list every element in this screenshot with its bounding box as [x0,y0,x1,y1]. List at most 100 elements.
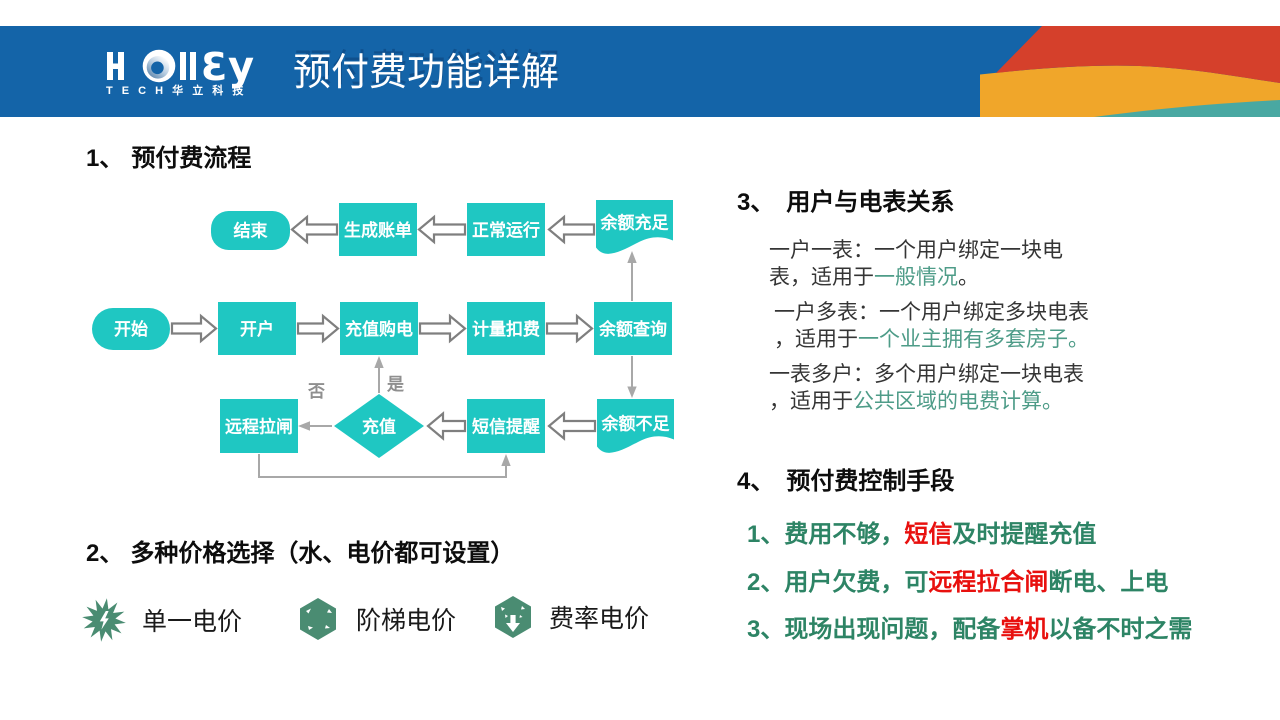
label-sms-remind: 短信提醒 [472,417,540,437]
burst-star-icon [82,598,126,642]
page-title: 预付费功能详解 [293,52,560,94]
section-4-heading: 4、预付费控制手段 [737,461,954,496]
arrowhead-left-remote [298,421,310,431]
section-number: 3、 [737,189,775,216]
section-3-heading: 3、用户与电表关系 [737,182,954,217]
logo-letter-e: Ɛ [201,45,227,89]
section-number: 1、 [86,145,124,172]
pricing-label: 费率电价 [549,605,650,633]
flow-block-arrows [170,214,597,441]
text-segment: 一般情况 [874,266,958,289]
text-segment: 。 [958,266,979,289]
section-1-heading: 1、预付费流程 [86,138,251,173]
node-start [92,308,170,350]
pricing-item-rate: 费率电价 [495,596,649,638]
pricing-label: 单一电价 [142,608,243,636]
flow-nodes [92,200,674,458]
relation-paragraph-3: 一表多户：多个用户绑定一块电表 ，适用于公共区域的电费计算。 [769,361,1109,415]
flow-thin-arrowheads [298,251,637,466]
section-title: 预付费流程 [131,145,252,172]
label-no: 否 [307,382,325,401]
control-item-2: 2、用户欠费，可远程拉合闸断电、上电 [747,562,1168,597]
deco-red-wave [996,26,1280,83]
label-yes: 是 [387,375,404,394]
arrowhead-up-enough [627,251,637,263]
pricing-label: 阶梯电价 [356,607,457,635]
arrowhead-up-purchase [374,356,384,368]
node-normal-run [467,203,545,256]
arrow-billing-end [290,214,339,245]
node-recharge [334,394,424,458]
node-billing [339,203,417,256]
node-purchase [340,302,418,355]
section-title: 用户与电表关系 [786,189,955,216]
text-segment: 一户一表：一个用户绑定一块电 [769,239,1063,262]
node-open-account [218,302,296,355]
label-open-account: 开户 [240,319,274,339]
control-item-1: 1、费用不够，短信及时提醒充值 [747,514,1096,549]
node-balance-low [597,399,674,453]
prepaid-flowchart: 开始 开户 充值购电 计量扣费 余额查询 结束 生成账单 正常运行 余额充足 远… [92,200,674,478]
text-segment: 一户多表：一个用户绑定多块电表 [774,301,1089,324]
node-balance-enough [596,200,673,254]
text-segment: 远程拉合闸 [928,568,1049,596]
text-segment: 表，适用于 [769,266,874,289]
control-item-3: 3、现场出现问题，配备掌机以备不时之需 [747,609,1192,644]
label-balance-enough: 余额充足 [600,213,669,233]
text-segment: ，适用于 [769,390,853,413]
text-segment: ，适用于 [774,328,858,351]
deco-orange-wave [980,65,1280,117]
arrow-low-sms [547,411,597,441]
node-remote-trip [220,399,298,453]
node-sms-remind [467,399,545,453]
label-balance-query: 余额查询 [598,319,667,339]
line-remote-sms-loop [258,454,507,478]
text-segment: 1、费用不够， [747,521,905,548]
section-number: 2、 [86,540,124,567]
text-segment: 一个业主拥有多套房子。 [858,328,1089,351]
text-segment: 公共区域的电费计算。 [853,390,1063,413]
text-segment: 短信 [904,521,953,548]
pricing-item-single: 单一电价 [80,596,242,644]
logo-letter-y: y [228,44,254,90]
relations-text: 一户一表：一个用户绑定一块电表，适用于一般情况。 一户多表：一个用户绑定多块电表… [769,237,1109,423]
arrow-sms-recharge [426,411,467,441]
arrow-purchase-metering [418,313,467,344]
label-recharge: 充值 [362,417,396,437]
label-balance-low: 余额不足 [601,414,670,434]
section-number: 4、 [737,468,775,495]
text-segment: 一表多户：多个用户绑定一块电表 [769,363,1084,386]
logo-wordmark: Ɛ y [107,44,254,90]
flow-branch-labels: 是 否 [307,375,404,401]
section-2-heading: 2、多种价格选择（水、电价都可设置） [86,533,514,568]
text-segment: 2、用户欠费，可 [747,568,929,596]
hexagon-box-icon [300,598,336,640]
node-end [211,211,290,250]
holley-logo: Ɛ y T E C H 华 立 科 技 [106,44,254,97]
label-end: 结束 [234,221,268,241]
arrow-enough-normal [547,214,596,245]
text-segment: 3、现场出现问题，配备 [747,616,1001,643]
arrow-start-open [170,313,218,344]
label-normal-run: 正常运行 [472,220,540,240]
node-balance-query [594,302,672,355]
header-bar: Ɛ y T E C H 华 立 科 技 预付费功能详解 [0,26,1280,117]
relation-paragraph-2: 一户多表：一个用户绑定多块电表 ，适用于一个业主拥有多套房子。 [769,299,1109,353]
arrow-open-purchase [296,313,340,344]
hexagon-arrow-icon [495,596,531,638]
relation-paragraph-1: 一户一表：一个用户绑定一块电表，适用于一般情况。 [769,237,1109,291]
text-segment: 掌机 [1000,616,1049,643]
text-segment: 以备不时之需 [1048,616,1193,643]
pricing-item-tiered: 阶梯电价 [300,598,456,640]
label-purchase: 充值购电 [345,319,413,339]
label-metering: 计量扣费 [472,319,540,339]
flow-node-labels: 开始 开户 充值购电 计量扣费 余额查询 结束 生成账单 正常运行 余额充足 远… [114,213,670,437]
logo-subtext: T E C H 华 立 科 技 [106,83,246,97]
label-remote-trip: 远程拉闸 [225,417,293,437]
arrowhead-up-sms [501,454,511,466]
flow-thin-connectors [258,262,633,478]
label-start: 开始 [114,319,148,339]
arrowhead-down-low [627,386,637,398]
label-billing: 生成账单 [344,220,412,240]
